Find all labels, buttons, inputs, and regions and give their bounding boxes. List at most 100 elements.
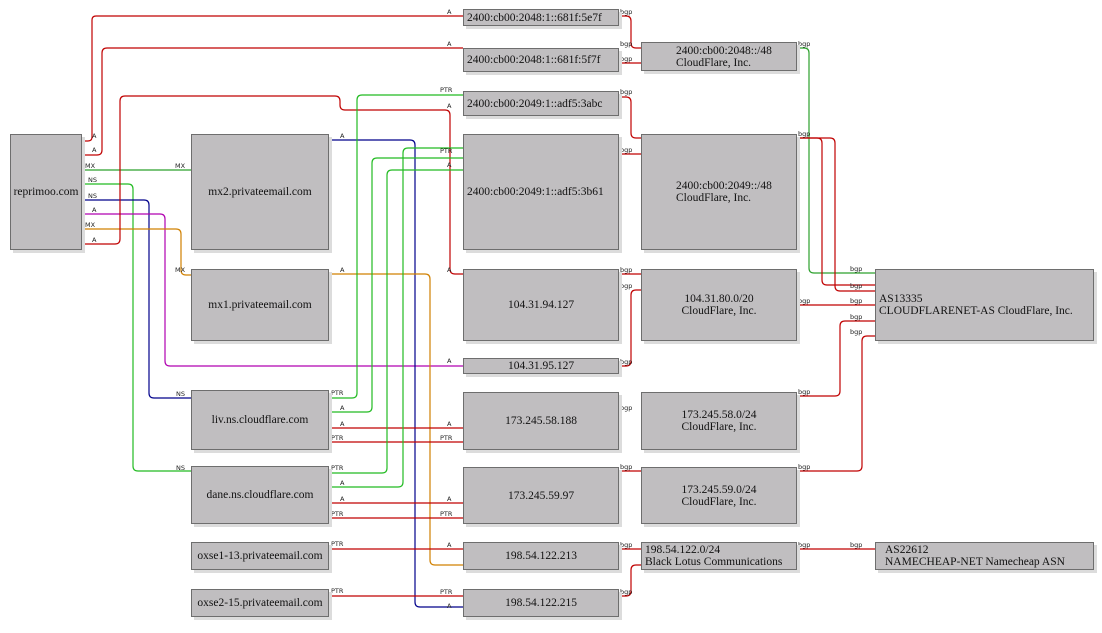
edge-a-dane-3b61: [329, 147, 463, 488]
edge-label-ptr: PTR: [331, 389, 344, 397]
edge-label-ptr: PTR: [440, 510, 453, 518]
edge-label-a: A: [447, 357, 452, 365]
node-mx2-privateemail[interactable]: mx2.privateemail.com: [191, 134, 329, 250]
edge-label-ptr: PTR: [440, 434, 453, 442]
edge-label-a: A: [340, 404, 345, 412]
edge-label-a: A: [447, 266, 452, 274]
node-label: mx1.privateemail.com: [208, 299, 312, 311]
node-oxse2-15-privateemail[interactable]: oxse2-15.privateemail.com: [191, 589, 329, 617]
edge-label-a: A: [447, 8, 452, 16]
node-liv-ns-cloudflare[interactable]: liv.ns.cloudflare.com: [191, 390, 329, 450]
node-ip-104-31-95-127[interactable]: 104.31.95.127: [463, 358, 619, 374]
node-ip-173-245-59-97[interactable]: 173.245.59.97: [463, 467, 619, 524]
edge-a-104-31-94-127: [82, 95, 463, 275]
edge-label-ptr: PTR: [440, 147, 453, 155]
node-mx1-privateemail[interactable]: mx1.privateemail.com: [191, 269, 329, 341]
edge-label-a: A: [447, 541, 452, 549]
edge-label-bgp: bgp: [850, 328, 862, 336]
edge-label-a: A: [340, 479, 345, 487]
edge-label-a: A: [92, 236, 97, 244]
node-ip-173-245-58-188[interactable]: 173.245.58.188: [463, 392, 619, 450]
node-label: oxse1-13.privateemail.com: [197, 550, 323, 562]
edge-a-ip6-5e7f: [82, 15, 463, 142]
edge-label-ns: NS: [176, 390, 185, 398]
edge-label-a: A: [92, 146, 97, 154]
edge-label-bgp: bgp: [620, 55, 632, 63]
prefix-label: 198.54.122.0/24: [645, 544, 721, 556]
edge-label-bgp: bgp: [850, 282, 862, 290]
edge-label-a: A: [447, 161, 452, 169]
prefix-label: 104.31.80.0/20: [684, 293, 754, 305]
edge-label-bgp: bgp: [798, 463, 810, 471]
edge-label-ptr: PTR: [440, 86, 453, 94]
node-label: 173.245.58.188: [505, 415, 577, 427]
node-ip6-681f-5f7f[interactable]: 2400:cb00:2048:1::681f:5f7f: [463, 48, 619, 72]
node-dane-ns-cloudflare[interactable]: dane.ns.cloudflare.com: [191, 466, 329, 524]
node-label: 2400:cb00:2048:1::681f:5e7f: [467, 11, 602, 24]
node-label: 2400:cb00:2048:1::681f:5f7f: [467, 54, 601, 66]
node-label: 198.54.122.213: [505, 550, 577, 562]
edge-bgp-5e7f-2048: [619, 15, 641, 49]
edge-label-a: A: [447, 40, 452, 48]
edge-label-ptr: PTR: [331, 540, 344, 548]
edge-label-bgp: bgp: [798, 297, 810, 305]
prefix-owner: CloudFlare, Inc.: [681, 495, 757, 508]
edge-bgp-3abc-2049: [619, 96, 641, 139]
edge-label-ns: NS: [88, 192, 97, 200]
edge-label-mx: MX: [175, 266, 186, 274]
edge-a-104-31-95-127: [82, 213, 463, 367]
node-ip-198-54-122-213[interactable]: 198.54.122.213: [463, 542, 619, 570]
edge-ptr-liv-3abc: [329, 94, 463, 399]
prefix-owner: CloudFlare, Inc.: [676, 192, 752, 204]
as-number: AS22612: [885, 544, 929, 556]
edge-label-bgp: bgp: [620, 266, 632, 274]
edge-ns-dane: [82, 183, 191, 472]
edge-label-bgp: bgp: [620, 146, 632, 154]
edge-label-ptr: PTR: [331, 434, 344, 442]
prefix-owner: Black Lotus Communications: [645, 556, 783, 568]
edge-label-ptr: PTR: [440, 588, 453, 596]
node-oxse1-13-privateemail[interactable]: oxse1-13.privateemail.com: [191, 542, 329, 570]
edge-label-bgp: bgp: [620, 358, 632, 366]
node-label: mx2.privateemail.com: [208, 186, 312, 198]
edge-label-bgp: bgp: [850, 313, 862, 321]
edge-ns-liv: [82, 199, 191, 399]
edge-bgp-59-as13335: [797, 335, 875, 472]
edge-a-mx2-215: [329, 139, 463, 608]
edge-bgp-95-104: [619, 289, 641, 367]
node-ip-198-54-122-215[interactable]: 198.54.122.215: [463, 589, 619, 617]
as-name: CLOUDFLARENET-AS CloudFlare, Inc.: [879, 305, 1073, 317]
prefix-label: 173.245.58.0/24: [681, 409, 757, 421]
node-label: liv.ns.cloudflare.com: [211, 414, 309, 426]
edge-label-a: A: [340, 420, 345, 428]
edge-bgp-2049-as13335-b: [797, 137, 875, 292]
node-label: 2400:cb00:2049:1::adf5:3abc: [467, 97, 603, 110]
edge-label-a: A: [447, 420, 452, 428]
node-ip6-adf5-3b61[interactable]: 2400:cb00:2049:1::adf5:3b61: [463, 134, 619, 250]
as-name: NAMECHEAP-NET Namecheap ASN: [885, 556, 1065, 568]
node-label: oxse2-15.privateemail.com: [197, 597, 323, 609]
edge-label-a: A: [340, 266, 345, 274]
edge-label-bgp: bgp: [620, 404, 632, 412]
node-ip6-adf5-3abc[interactable]: 2400:cb00:2049:1::adf5:3abc: [463, 91, 619, 116]
node-ip6-681f-5e7f[interactable]: 2400:cb00:2048:1::681f:5e7f: [463, 9, 619, 26]
node-ip-104-31-94-127[interactable]: 104.31.94.127: [463, 269, 619, 341]
edge-label-bgp: bgp: [850, 541, 862, 549]
node-reprimoo-com[interactable]: reprimoo.com: [10, 134, 82, 250]
edge-label-a: A: [447, 102, 452, 110]
node-label: 198.54.122.215: [505, 597, 577, 609]
edge-label-bgp: bgp: [620, 588, 632, 596]
edge-label-bgp: bgp: [850, 265, 862, 273]
edge-label-bgp: bgp: [798, 40, 810, 48]
edge-label-bgp: bgp: [798, 130, 810, 138]
edge-label-ns: NS: [176, 464, 185, 472]
edge-bgp-215-198: [619, 564, 641, 597]
